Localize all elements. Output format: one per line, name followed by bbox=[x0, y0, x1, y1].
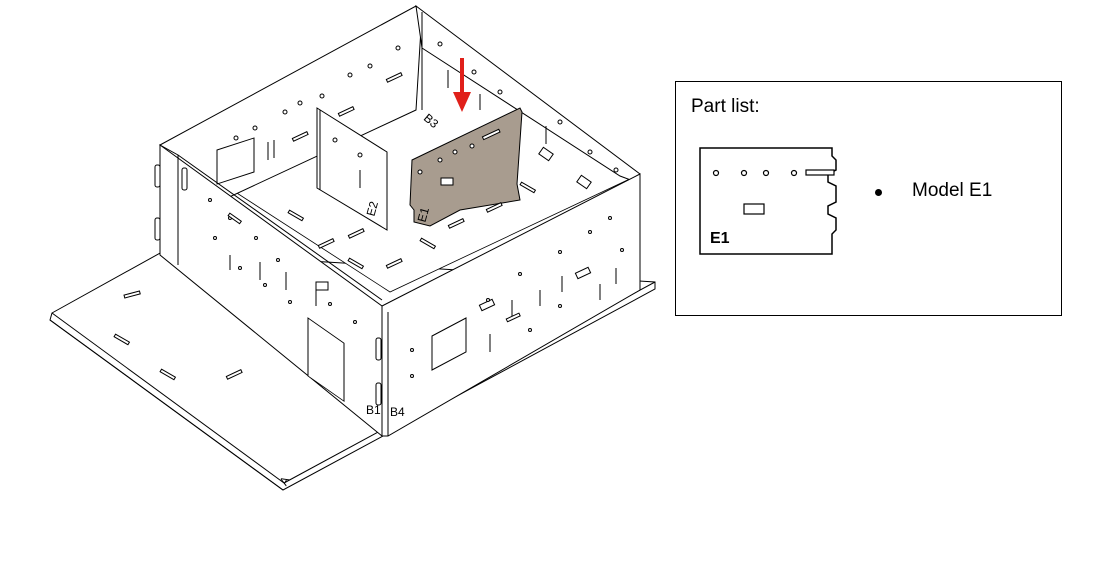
part-item-name: Model E1 bbox=[912, 180, 993, 201]
part-list-title: Part list: bbox=[691, 96, 760, 117]
panel-e1-highlighted bbox=[409, 107, 523, 227]
wall-back-left bbox=[158, 5, 423, 221]
label-e1: E1 bbox=[415, 205, 432, 223]
label-b1: B1 bbox=[366, 403, 381, 417]
panel-e2 bbox=[316, 107, 388, 231]
label-b4: B4 bbox=[390, 405, 405, 419]
panel-e1-body bbox=[409, 107, 523, 227]
wall-back-right bbox=[415, 4, 641, 190]
wall-front-right-b4 bbox=[381, 173, 641, 437]
insert-arrow bbox=[453, 58, 471, 112]
part-list-panel: Part list: E1 Model E1 bbox=[675, 81, 1062, 316]
part-e1-thumbnail: E1 bbox=[699, 147, 837, 255]
floor-slots bbox=[287, 181, 537, 270]
part-e1-label: E1 bbox=[710, 230, 730, 247]
wall-front-left-b1 bbox=[154, 144, 383, 438]
label-e2: E2 bbox=[364, 199, 381, 217]
bullet-icon bbox=[875, 189, 882, 196]
part-e1-outline bbox=[699, 147, 837, 255]
